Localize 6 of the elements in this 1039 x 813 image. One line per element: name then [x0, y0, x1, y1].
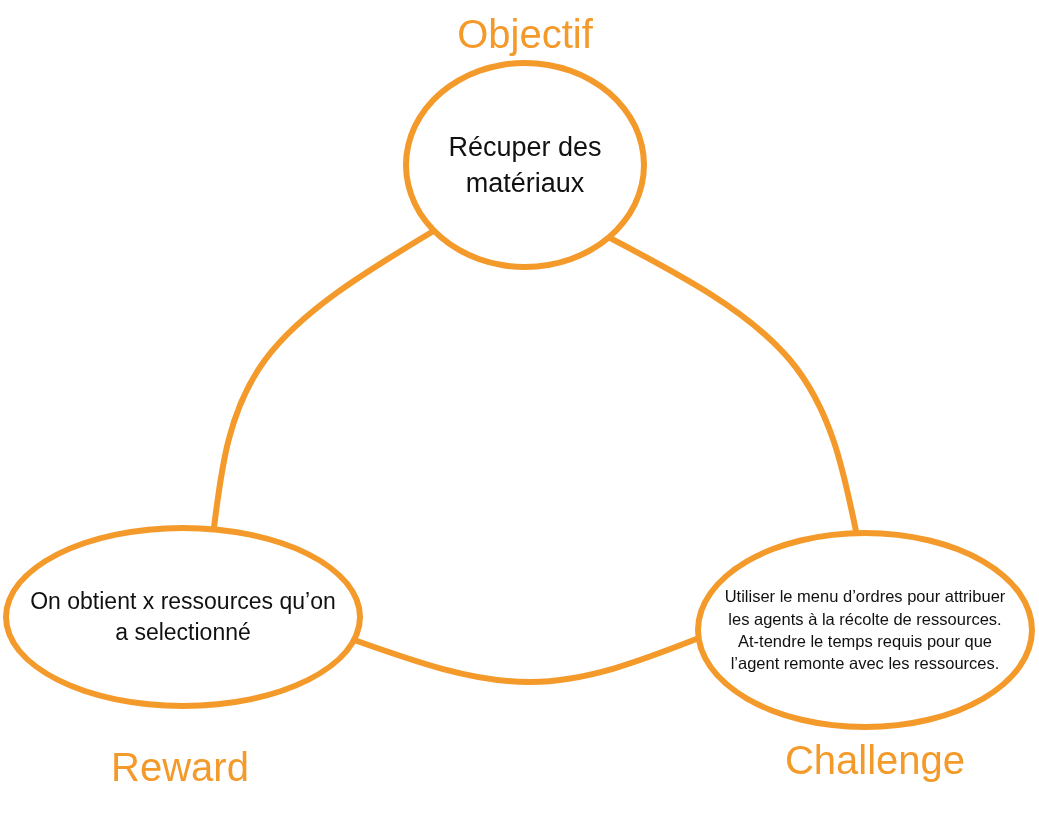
node-text: Récuper des matériaux [447, 130, 603, 200]
stage-heading: Challenge [784, 738, 966, 783]
stage-heading: Reward [111, 745, 249, 790]
node-text: Utiliser le menu d’ordres pour attribuer les agents à la récolte de ressources. At-tendre le temps requis pour que l’agent remonte avec les ressources. [723, 586, 1007, 675]
node-text: On obtient x ressources qu’on a selectionné [29, 586, 337, 647]
stage-heading: Objectif [457, 12, 593, 57]
